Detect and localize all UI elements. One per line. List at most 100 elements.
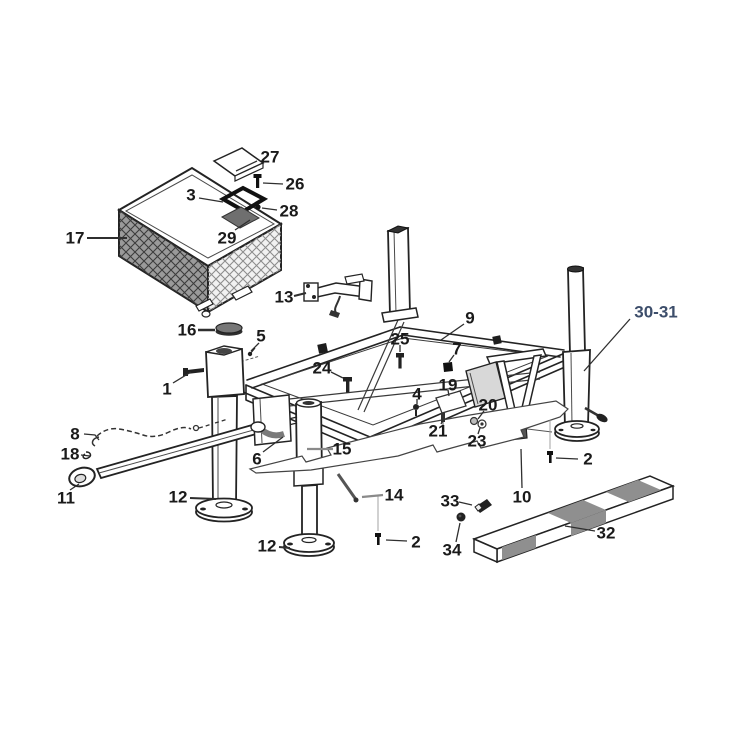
- callout-17: 17: [66, 229, 127, 248]
- leader-line-32: [564, 525, 596, 532]
- callout-18: 18: [61, 445, 91, 464]
- part-number-9: 9: [465, 309, 474, 328]
- part-number-7: 7: [452, 340, 461, 359]
- leader-line-28: [261, 207, 278, 211]
- nut-34: [456, 512, 466, 522]
- callout-20: 20: [477, 396, 497, 420]
- leader-line-11: [69, 483, 80, 491]
- callout-28: 28: [261, 202, 298, 221]
- part-number-8: 8: [70, 425, 79, 444]
- part-number-1: 1: [162, 380, 171, 399]
- leader-line-24: [330, 371, 344, 379]
- floor-plate: [248, 400, 569, 474]
- callout-6: 6: [252, 436, 284, 469]
- leader-line-14: [361, 493, 384, 499]
- callout-19: 19: [439, 376, 458, 397]
- lid-gasket-dot: [255, 204, 261, 210]
- callout-34: 34: [443, 522, 462, 560]
- callout-23: 23: [468, 427, 486, 451]
- washer-23: [477, 419, 487, 429]
- leg-front-center: [283, 398, 335, 557]
- bolt-4: [413, 404, 419, 416]
- part-number-13: 13: [275, 288, 294, 307]
- leader-line-6: [262, 436, 284, 453]
- part-number-15: 15: [333, 440, 352, 459]
- bolt-7: [443, 362, 453, 372]
- leg-rear-right: [554, 265, 608, 442]
- leader-line-18: [80, 454, 91, 457]
- part-number-21: 21: [429, 422, 448, 441]
- leader-line-21: [440, 419, 444, 425]
- callout-29: 29: [218, 219, 251, 248]
- bolt-21: [441, 413, 445, 427]
- part-number-2b: 2: [411, 533, 420, 552]
- leader-line-2b: [385, 539, 408, 542]
- callout-5: 5: [250, 327, 266, 352]
- callout-25: 25: [391, 330, 410, 352]
- leader-line-29: [234, 219, 251, 231]
- leader-line-27: [235, 160, 258, 172]
- part-number-25: 25: [391, 330, 410, 349]
- part-number-16: 16: [178, 321, 197, 340]
- cage-lid-plate: [212, 147, 265, 182]
- leg-front-left: [195, 345, 253, 523]
- leader-line-5: [250, 342, 260, 352]
- part-number-12b: 12: [258, 537, 277, 556]
- part-number-24: 24: [313, 359, 332, 378]
- leader-line-19: [447, 389, 450, 397]
- callout-11: 11: [57, 483, 80, 508]
- leader-line-30-31: [583, 318, 631, 372]
- callout-3: 3: [186, 186, 224, 205]
- callout-2a: 2: [555, 450, 593, 469]
- leader-line-2a: [555, 457, 579, 460]
- callout-2b: 2: [385, 533, 421, 552]
- leader-line-26: [262, 182, 284, 185]
- bolt-2-right: [547, 420, 553, 463]
- leader-line-34: [455, 522, 461, 543]
- part-number-4: 4: [412, 385, 422, 404]
- callout-33: 33: [441, 492, 473, 511]
- part-number-32: 32: [597, 524, 616, 543]
- screw-5: [247, 347, 256, 357]
- part-number-6: 6: [252, 450, 261, 469]
- callout-1: 1: [162, 371, 192, 399]
- part-number-5: 5: [256, 327, 265, 346]
- mast-post: [381, 225, 419, 323]
- callout-4: 4: [412, 385, 422, 404]
- leader-line-9: [440, 323, 465, 341]
- lid-retainer-frame: [218, 185, 269, 214]
- part-number-2a: 2: [583, 450, 592, 469]
- callout-15: 15: [307, 440, 351, 459]
- pin-33: [474, 499, 492, 513]
- part-number-19: 19: [439, 376, 458, 395]
- callout-8: 8: [70, 425, 100, 444]
- rubber-cap: [215, 322, 243, 336]
- part-number-10: 10: [513, 488, 532, 507]
- nut-20: [469, 416, 479, 426]
- callout-12b: 12: [258, 537, 291, 556]
- leader-line-3: [198, 197, 224, 203]
- leader-line-12b: [278, 546, 291, 549]
- rod-14: [336, 473, 359, 503]
- plate-19: [435, 390, 467, 414]
- lid-screw: [253, 174, 262, 188]
- part-number-27: 27: [261, 148, 280, 167]
- part-number-26: 26: [286, 175, 305, 194]
- callout-9: 9: [440, 309, 475, 341]
- mesh-cage: [117, 166, 283, 318]
- beam: [471, 475, 676, 564]
- callout-16: 16: [178, 321, 215, 340]
- callout-14: 14: [361, 486, 404, 505]
- part-number-12a: 12: [169, 488, 188, 507]
- callout-10: 10: [513, 448, 532, 507]
- bolt-25: [396, 353, 404, 369]
- callout-7: 7: [448, 340, 462, 363]
- part-number-33: 33: [441, 492, 460, 511]
- leader-line-12a: [189, 497, 217, 500]
- callout-27: 27: [235, 148, 280, 172]
- leader-line-33: [458, 501, 473, 506]
- part-number-17: 17: [66, 229, 85, 248]
- leader-line-1: [172, 371, 192, 384]
- callout-32: 32: [564, 524, 616, 543]
